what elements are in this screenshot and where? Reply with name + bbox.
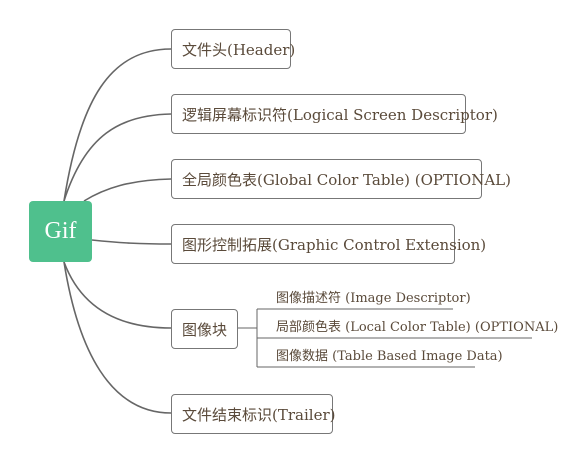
- node-header[interactable]: 文件头(Header): [171, 29, 295, 69]
- connector-image-block: [63, 261, 172, 329]
- connector-logical-screen: [63, 113, 172, 202]
- node-image-block[interactable]: 图像块: [171, 309, 238, 349]
- root-node-gif[interactable]: Gif: [29, 201, 92, 262]
- node-global-color-table[interactable]: 全局颜色表(Global Color Table) (OPTIONAL): [171, 159, 511, 199]
- node-image-block-label: 图像块: [182, 320, 228, 339]
- node-graphic-control-extension-label: 图形控制拓展(Graphic Control Extension): [182, 235, 487, 254]
- leaf-image-data-label: 图像数据 (Table Based Image Data): [276, 349, 503, 364]
- node-trailer[interactable]: 文件结束标识(Trailer): [171, 394, 336, 434]
- leaf-local-color-table-label: 局部颜色表 (Local Color Table) (OPTIONAL): [276, 320, 559, 335]
- node-trailer-label: 文件结束标识(Trailer): [182, 405, 336, 424]
- connector-header: [63, 48, 172, 202]
- node-logical-screen-descriptor[interactable]: 逻辑屏幕标识符(Logical Screen Descriptor): [171, 94, 498, 134]
- connector-graphic-control: [91, 239, 172, 245]
- root-label: Gif: [44, 218, 77, 244]
- leaf-image-descriptor[interactable]: 图像描述符 (Image Descriptor): [257, 289, 471, 309]
- leaf-image-descriptor-label: 图像描述符 (Image Descriptor): [276, 291, 471, 306]
- leaf-local-color-table[interactable]: 局部颜色表 (Local Color Table) (OPTIONAL): [257, 318, 558, 338]
- connector-trailer: [63, 261, 172, 414]
- node-header-label: 文件头(Header): [182, 40, 296, 59]
- connector-global-color-table: [83, 178, 172, 202]
- node-logical-screen-descriptor-label: 逻辑屏幕标识符(Logical Screen Descriptor): [182, 105, 498, 124]
- node-graphic-control-extension[interactable]: 图形控制拓展(Graphic Control Extension): [171, 224, 486, 264]
- node-global-color-table-label: 全局颜色表(Global Color Table) (OPTIONAL): [182, 170, 511, 189]
- leaf-image-data[interactable]: 图像数据 (Table Based Image Data): [257, 347, 503, 367]
